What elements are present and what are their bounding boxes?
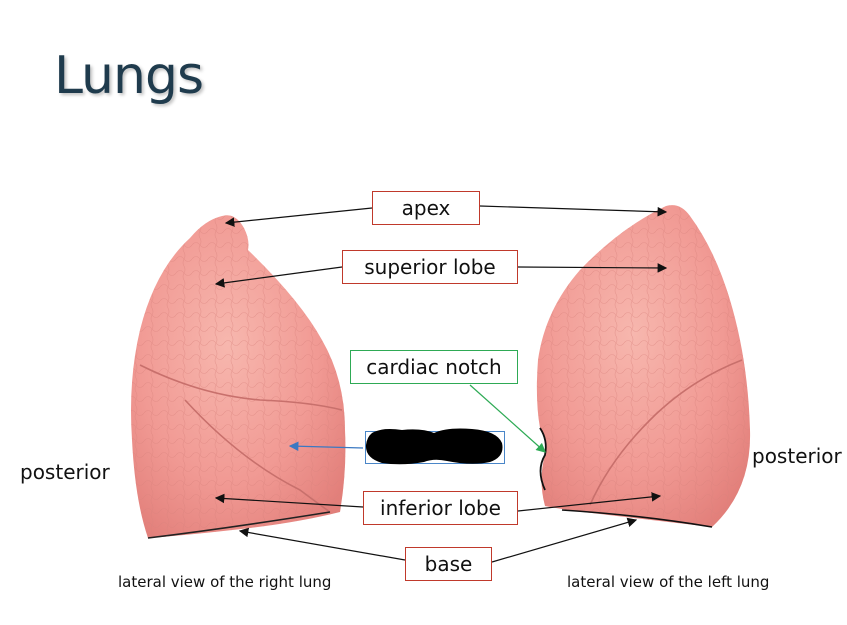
superior-lobe-arrow-right-lung — [214, 266, 343, 288]
redacted-label-arrow — [288, 441, 364, 452]
right-lung-illustration — [131, 215, 346, 539]
redacted-label-frame — [365, 431, 505, 464]
inferior-lobe-arrow-left-lung — [517, 492, 662, 512]
cardiac-notch-arrow — [469, 384, 546, 453]
slide-title: Lungs — [54, 46, 204, 106]
label-superior-lobe: superior lobe — [342, 250, 518, 284]
base-arrow-left-lung — [491, 517, 638, 563]
label-cardiac-notch: cardiac notch — [350, 350, 518, 384]
inferior-lobe-arrow-right-lung — [214, 493, 364, 508]
label-inferior-lobe: inferior lobe — [363, 491, 518, 525]
base-arrow-right-lung — [238, 527, 406, 561]
label-base: base — [405, 547, 492, 581]
redaction-mark — [365, 428, 503, 465]
apex-arrow-right-lung — [224, 207, 373, 227]
left-lung-illustration — [536, 205, 751, 528]
orientation-label-right: posterior — [752, 444, 842, 468]
superior-lobe-arrow-left-lung — [517, 263, 668, 273]
apex-arrow-left-lung — [479, 205, 668, 217]
label-apex: apex — [372, 191, 480, 225]
caption-left-lung: lateral view of the left lung — [567, 573, 770, 591]
caption-right-lung: lateral view of the right lung — [118, 573, 332, 591]
orientation-label-left: posterior — [20, 460, 110, 484]
